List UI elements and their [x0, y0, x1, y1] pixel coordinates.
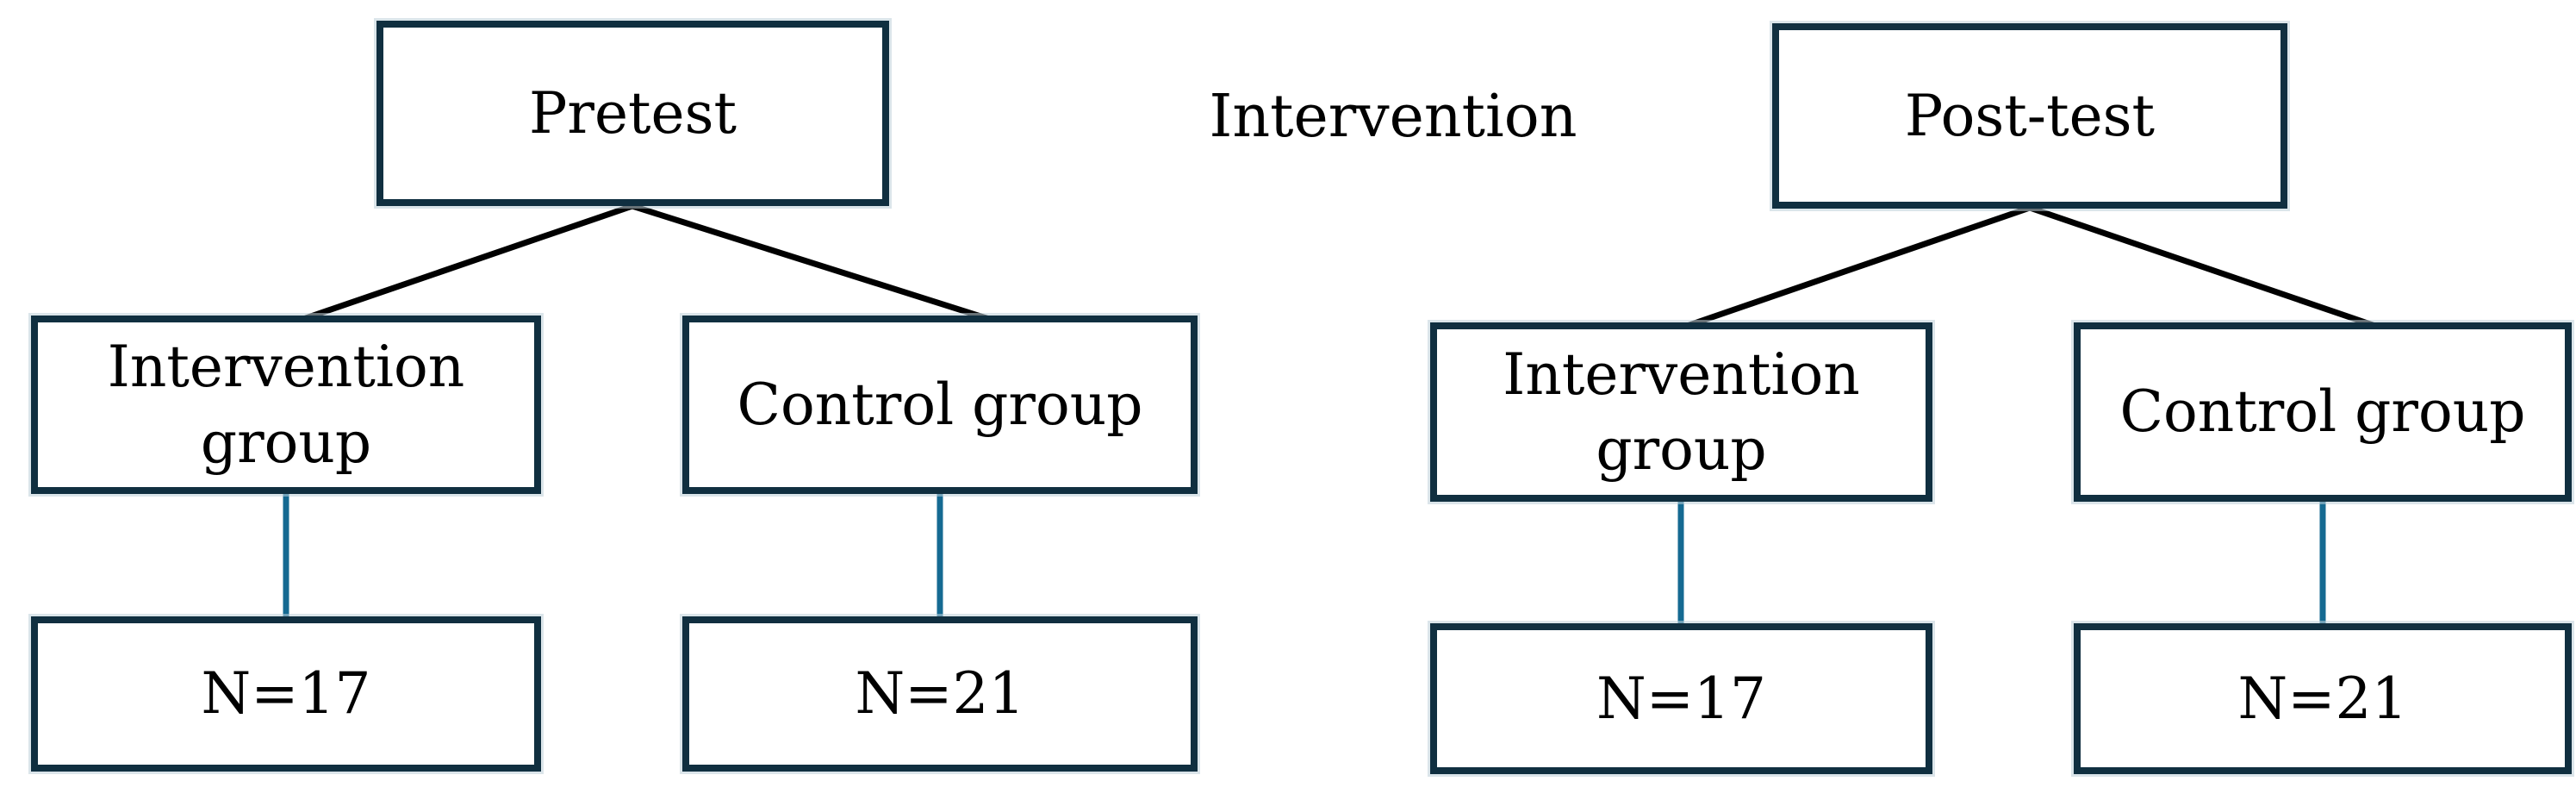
posttest-box: Post-test — [1770, 21, 2290, 211]
branch-line-posttest-to-control-group — [2028, 204, 2377, 329]
posttest-intervention-group-n-box: N=17 — [1428, 621, 1935, 777]
intervention-phase-label-container: Intervention — [1182, 82, 1604, 151]
pretest-intervention-group-n-box: N=17 — [28, 614, 544, 774]
pretest-control-group-box: Control group — [680, 313, 1200, 497]
branch-line-pretest-to-intervention-group — [302, 203, 634, 322]
posttest-control-group-n-label: N=21 — [2237, 665, 2408, 732]
branch-line-posttest-to-intervention-group — [1685, 204, 2032, 329]
intervention-phase-label: Intervention — [1209, 82, 1577, 151]
posttest-label: Post-test — [1904, 82, 2156, 149]
posttest-control-group-box: Control group — [2071, 320, 2574, 504]
pretest-intervention-group-n-label: N=17 — [201, 660, 371, 728]
posttest-control-group-label: Control group — [2119, 378, 2526, 446]
posttest-intervention-group-box: Intervention group — [1428, 320, 1935, 504]
pretest-control-group-n-label: N=21 — [855, 660, 1025, 728]
pretest-intervention-group-box: Intervention group — [28, 313, 544, 497]
pretest-box: Pretest — [374, 18, 892, 209]
posttest-intervention-group-n-label: N=17 — [1596, 665, 1767, 732]
pretest-intervention-group-label: Intervention group — [107, 334, 465, 476]
posttest-control-group-n-box: N=21 — [2071, 621, 2574, 777]
pretest-control-group-label: Control group — [737, 371, 1143, 438]
branch-line-pretest-to-control-group — [631, 203, 991, 322]
pretest-control-group-n-box: N=21 — [680, 614, 1200, 774]
pretest-label: Pretest — [529, 79, 737, 147]
posttest-intervention-group-label: Intervention group — [1503, 341, 1860, 483]
